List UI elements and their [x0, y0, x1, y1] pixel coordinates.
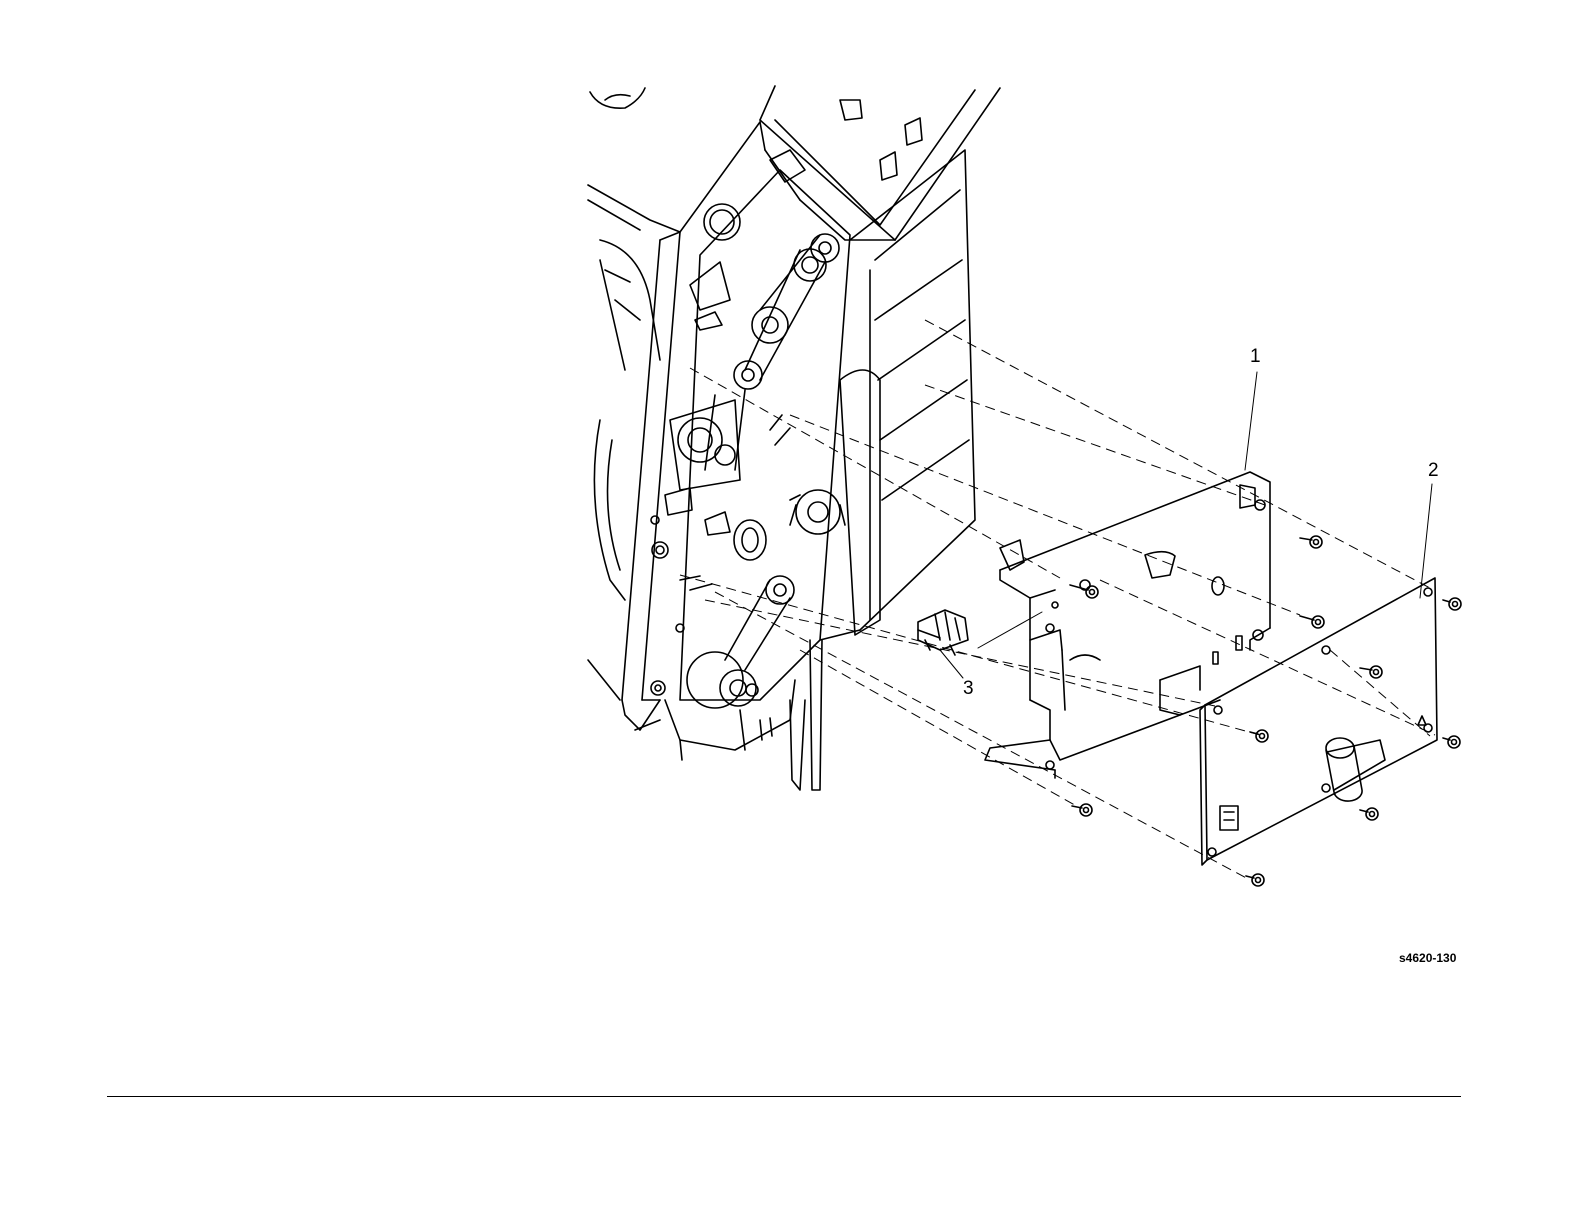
screws: [1070, 536, 1461, 886]
mounting-bracket-part-1: [985, 472, 1270, 778]
circuit-board-part-2: [1200, 578, 1437, 865]
dashed-alignment-lines: [680, 320, 1435, 880]
leader-lines: [940, 372, 1432, 678]
printer-side-frame: [588, 86, 1000, 790]
footer-rule: [107, 1096, 1461, 1097]
callout-2: 2: [1428, 460, 1439, 482]
sensor-part-3: [918, 610, 968, 655]
callout-3: 3: [963, 678, 974, 700]
callout-1: 1: [1250, 346, 1261, 368]
figure-id: s4620-130: [1399, 951, 1456, 965]
